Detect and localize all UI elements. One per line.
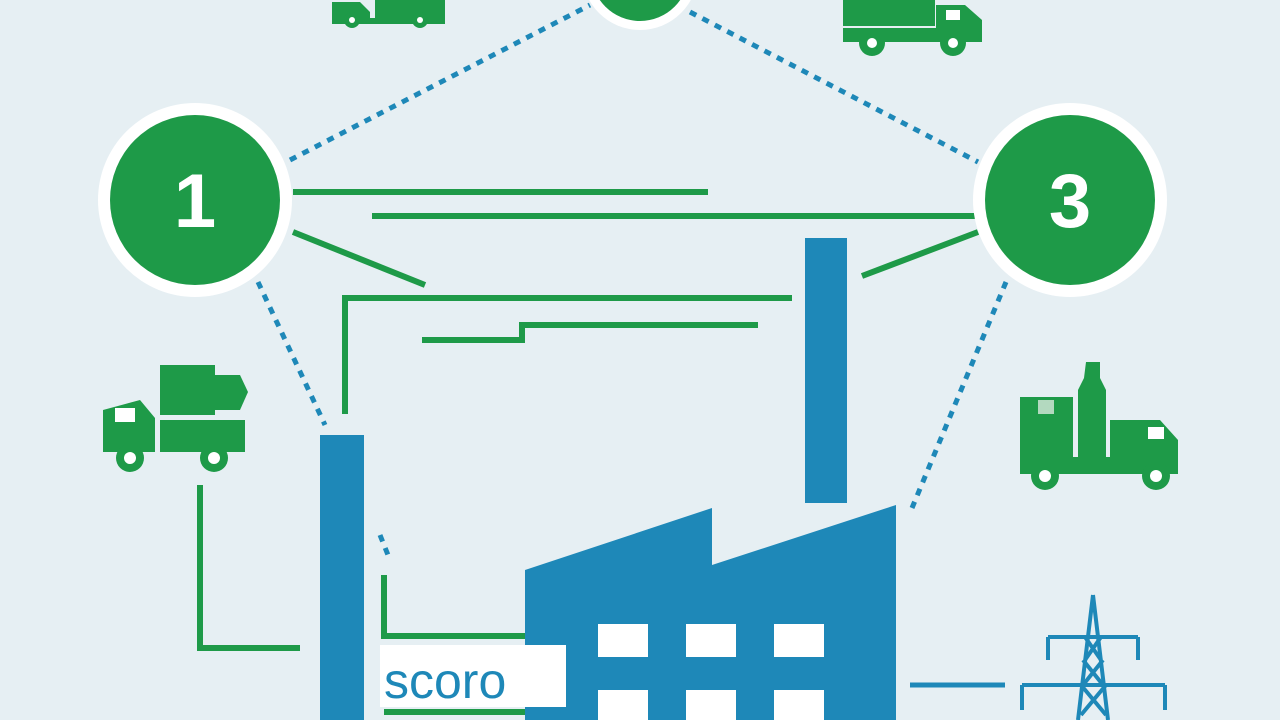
dotted-connectors — [255, 2, 1009, 561]
factory-sign: scoro — [380, 645, 566, 709]
route-line-7 — [197, 485, 300, 651]
node-3: 3 — [973, 103, 1167, 297]
factory-icon: scoro — [320, 238, 896, 720]
route-line-4 — [860, 229, 980, 279]
factory-windows — [598, 624, 824, 720]
route-line-3 — [291, 229, 427, 288]
chimney-left — [320, 440, 364, 720]
node-1: 1 — [98, 103, 292, 297]
route-line-5 — [342, 295, 792, 414]
connector-top-node3 — [688, 9, 980, 165]
node-1-label: 1 — [174, 159, 216, 244]
chimney-left-cap — [320, 435, 364, 445]
connector-node1-factory — [255, 280, 328, 427]
delivery-truck-icon — [843, 0, 982, 56]
bottle-cargo-truck-icon — [1020, 362, 1178, 490]
factory-body — [525, 505, 896, 720]
node-top — [589, 0, 691, 30]
route-line-6 — [422, 322, 758, 343]
green-routes — [197, 189, 980, 715]
factory-sign-text: scoro — [384, 653, 506, 709]
truck-icon — [332, 0, 445, 28]
connector-node1-top — [288, 2, 592, 163]
cargo-truck-icon — [103, 365, 248, 472]
connector-node3-factory — [909, 281, 1009, 509]
node-3-label: 3 — [1049, 159, 1091, 244]
connector-chimney-dot — [377, 534, 393, 561]
node-1-circle — [110, 115, 280, 285]
power-pylon-icon — [1020, 594, 1167, 720]
node-3-circle — [985, 115, 1155, 285]
chimney-right — [805, 238, 847, 503]
